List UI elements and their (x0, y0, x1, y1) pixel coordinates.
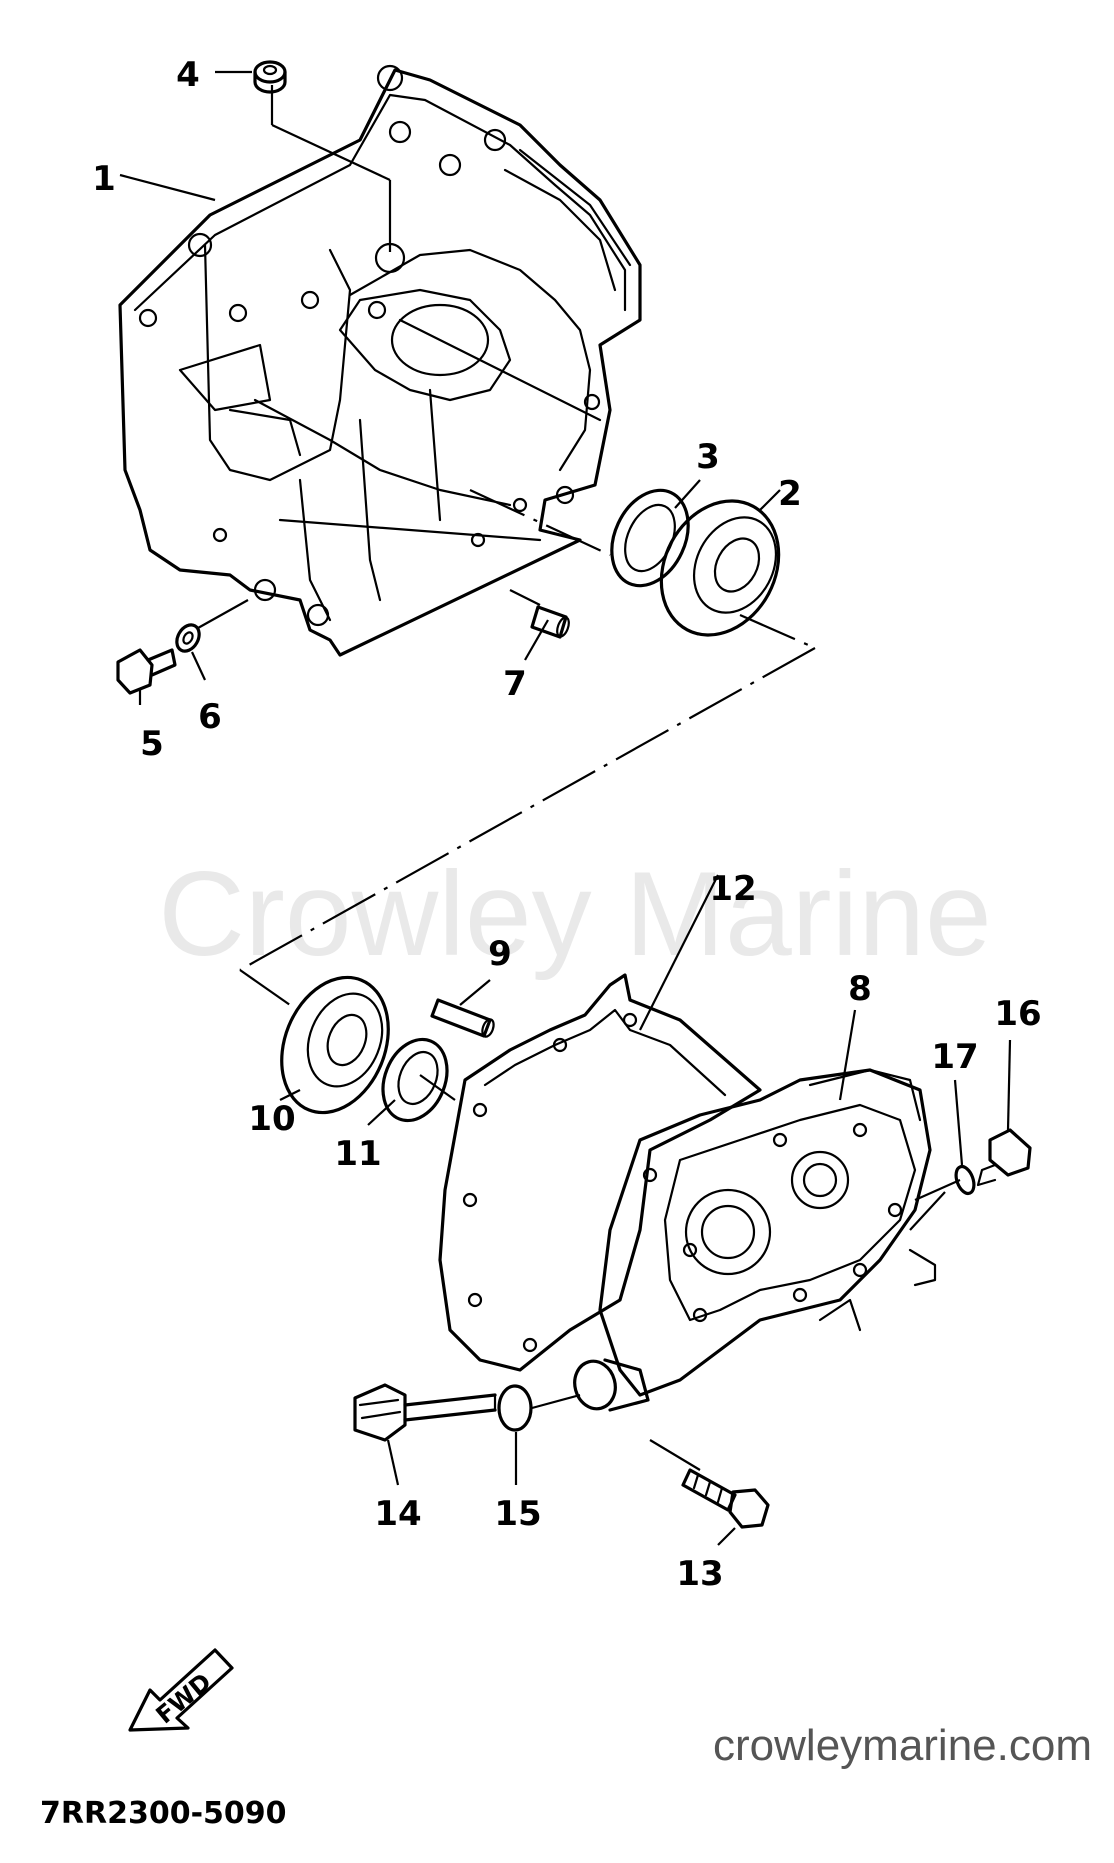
bearing-2[interactable] (639, 480, 802, 655)
leader-lines (119, 70, 1012, 1546)
callout-1: 1 (92, 159, 116, 199)
callout-11: 11 (334, 1134, 381, 1174)
cap-4[interactable] (253, 60, 287, 94)
dowel-pin-7[interactable] (530, 605, 571, 639)
watermark: Crowley Marine (158, 847, 992, 981)
callout-5: 5 (140, 724, 164, 764)
crankcase-cover-8[interactable] (598, 1068, 937, 1397)
washer-6[interactable] (172, 621, 203, 655)
oil-filler-neck (573, 1358, 650, 1412)
dowel-pin-9[interactable] (430, 998, 496, 1038)
drain-plug-16[interactable] (976, 1128, 1032, 1187)
callout-16: 16 (994, 994, 1041, 1034)
callout-4: 4 (176, 55, 200, 95)
callout-7: 7 (503, 664, 527, 704)
callout-12: 12 (709, 869, 756, 909)
fwd-arrow: FWD (128, 1648, 234, 1732)
o-ring-15[interactable] (497, 1384, 533, 1432)
gasket-12[interactable] (438, 973, 762, 1372)
callout-14: 14 (374, 1494, 421, 1534)
callout-13: 13 (676, 1554, 723, 1594)
bolt-5[interactable] (116, 648, 177, 695)
callout-2: 2 (778, 474, 802, 514)
bearing-10[interactable] (262, 961, 407, 1128)
callout-9: 9 (488, 934, 512, 974)
oil-dipstick-14[interactable] (353, 1383, 497, 1442)
flange-bolt-13[interactable] (681, 1468, 770, 1529)
site-url: crowleymarine.com (713, 1721, 1092, 1770)
callout-labels: 1 2 3 4 5 6 7 8 9 10 11 12 13 14 15 16 1… (92, 55, 1042, 1594)
crankcase[interactable] (118, 64, 642, 657)
o-ring-17[interactable] (953, 1164, 978, 1196)
callout-15: 15 (494, 1494, 541, 1534)
callout-10: 10 (248, 1099, 295, 1139)
callout-6: 6 (198, 697, 222, 737)
callout-17: 17 (931, 1037, 978, 1077)
callout-8: 8 (848, 969, 872, 1009)
oil-seal-11[interactable] (371, 1030, 458, 1130)
diagram-code: 7RR2300-5090 (40, 1796, 287, 1831)
callout-3: 3 (696, 437, 720, 477)
